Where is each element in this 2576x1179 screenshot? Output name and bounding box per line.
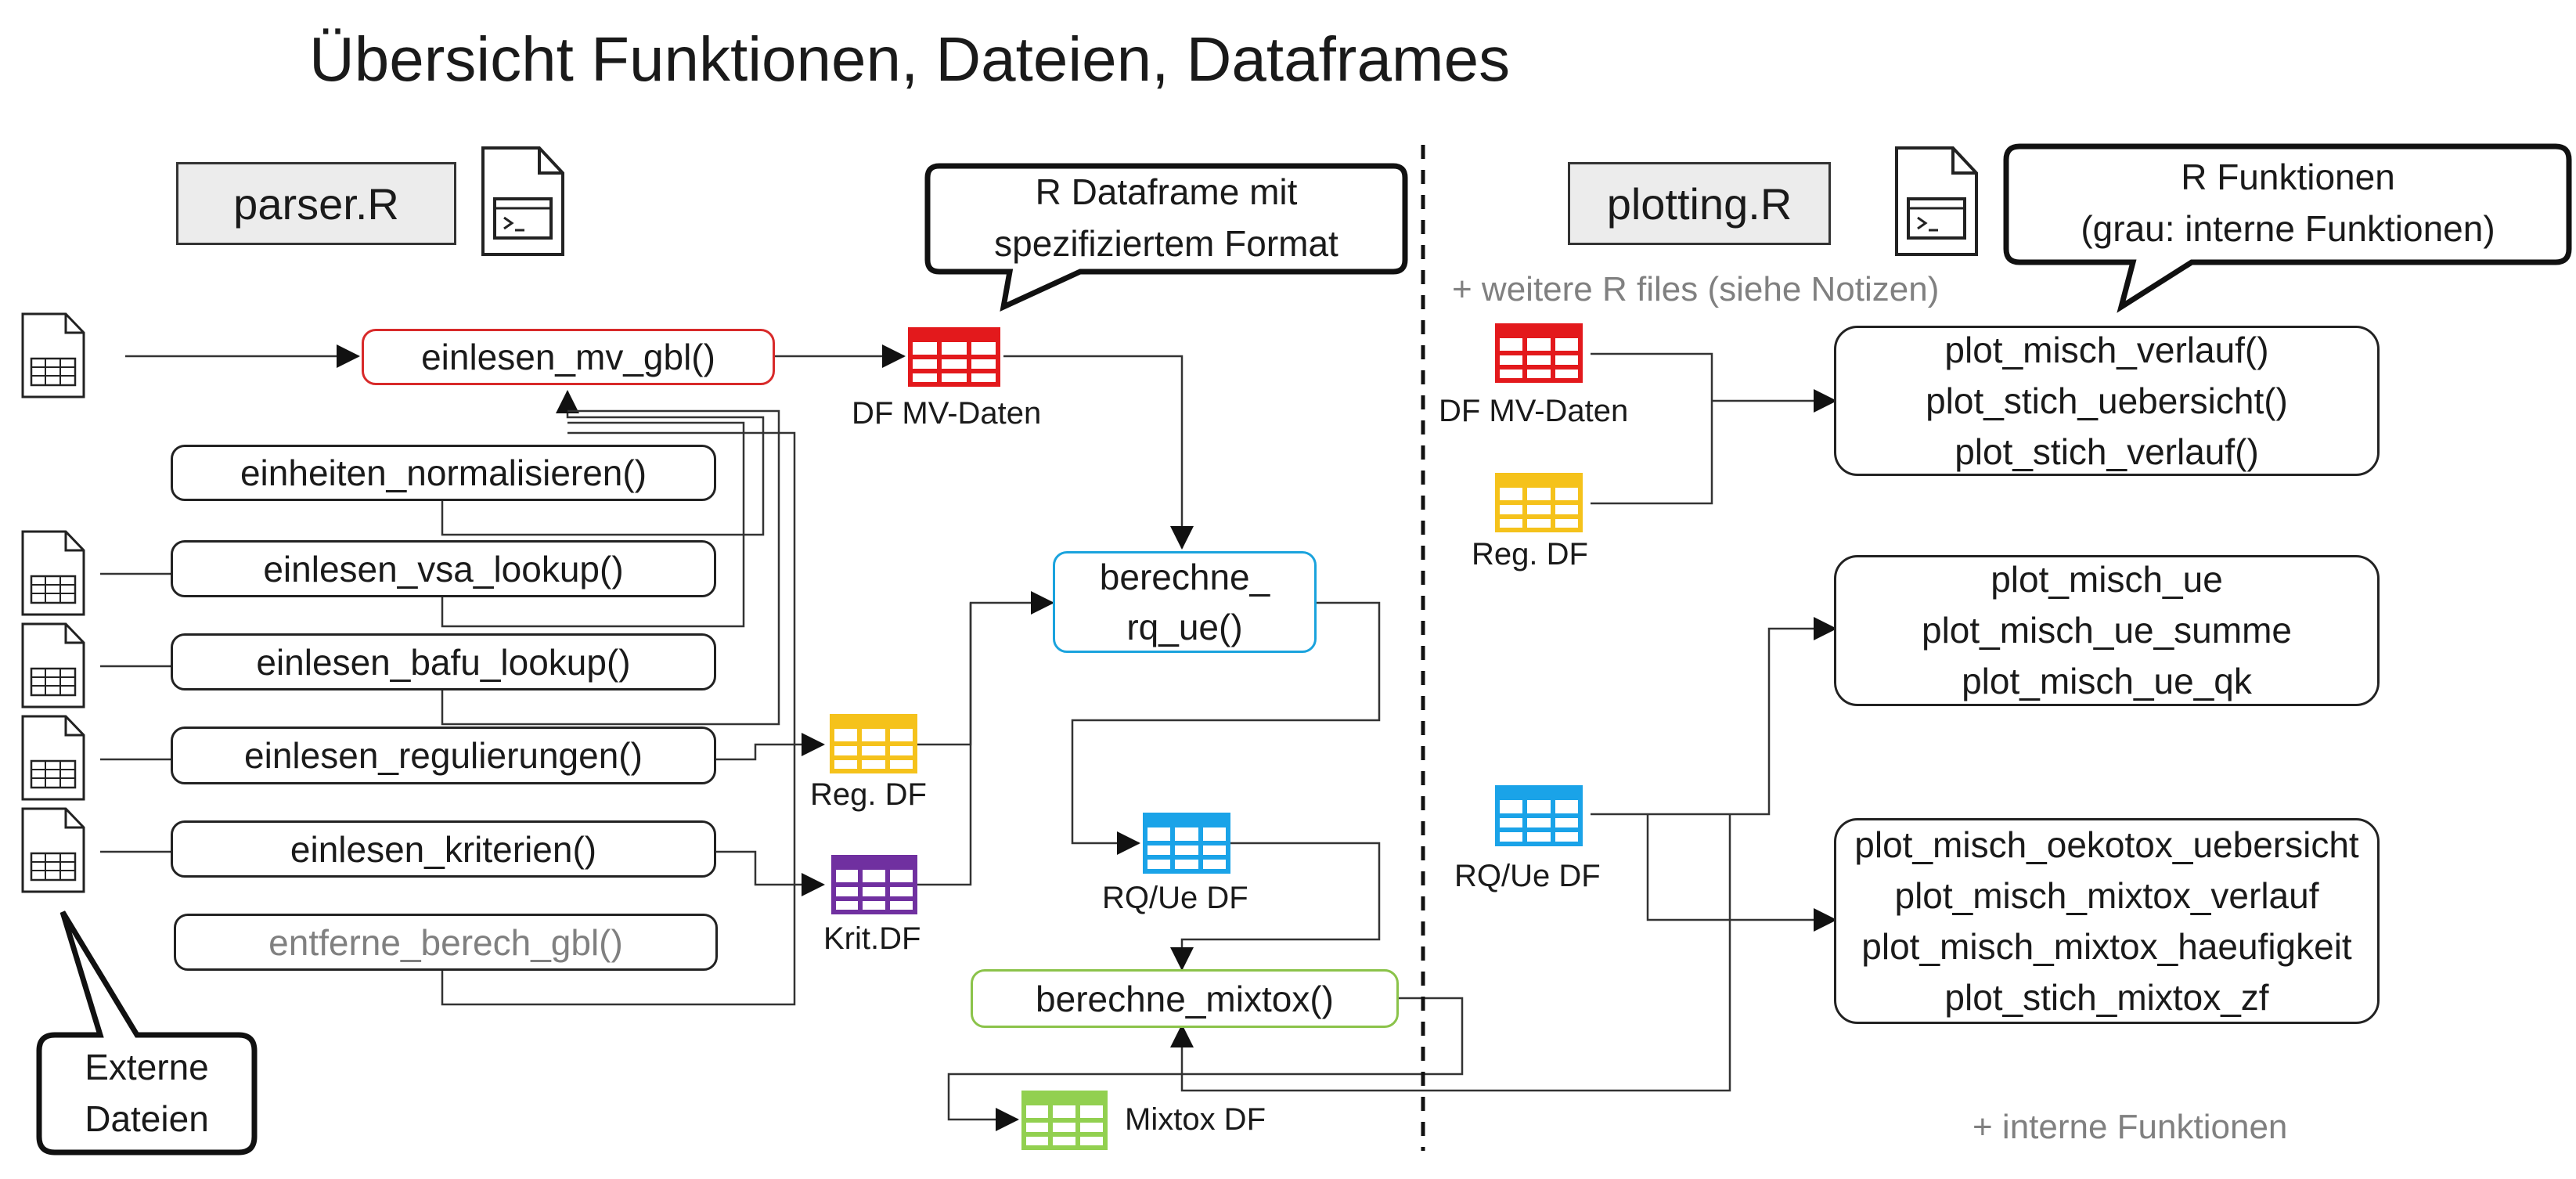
file-label-parser: parser.R bbox=[176, 162, 456, 245]
df-label-rque-mid: RQ/Ue DF bbox=[1102, 881, 1248, 915]
dataframe-table-icon bbox=[1495, 323, 1583, 383]
plot-group-verlauf[interactable]: plot_misch_verlauf() plot_stich_uebersic… bbox=[1834, 326, 2380, 476]
df-label-rque-right: RQ/Ue DF bbox=[1454, 859, 1601, 893]
dataframe-table-icon bbox=[830, 714, 917, 773]
dataframe-table-icon bbox=[1021, 1091, 1108, 1150]
callout-line: R Funktionen bbox=[2181, 157, 2395, 197]
note-weitere-files: + weitere R files (siehe Notizen) bbox=[1452, 270, 1940, 308]
df-label-reg-left: Reg. DF bbox=[810, 777, 927, 812]
fn-einlesen-kriterien[interactable]: einlesen_kriterien() bbox=[171, 820, 716, 878]
plot-fn: plot_misch_verlauf() bbox=[1944, 329, 2269, 370]
plot-group-mixtox[interactable]: plot_misch_oekotox_uebersicht plot_misch… bbox=[1834, 818, 2380, 1024]
fn-einheiten-normalisieren[interactable]: einheiten_normalisieren() bbox=[171, 445, 716, 501]
plot-fn: plot_misch_mixtox_verlauf bbox=[1894, 874, 2319, 916]
fn-einlesen-vsa-lookup[interactable]: einlesen_vsa_lookup() bbox=[171, 540, 716, 597]
page-title: Übersicht Funktionen, Dateien, Dataframe… bbox=[309, 24, 1511, 94]
df-label-mv-right: DF MV-Daten bbox=[1439, 394, 1629, 428]
plot-group-ue[interactable]: plot_misch_ue plot_misch_ue_summe plot_m… bbox=[1834, 555, 2380, 706]
fn-entferne-berech-gbl[interactable]: entferne_berech_gbl() bbox=[174, 914, 718, 971]
plot-fn: plot_misch_oekotox_uebersicht bbox=[1854, 824, 2359, 865]
dataframe-table-icon bbox=[1495, 473, 1583, 532]
df-label-mixtox: Mixtox DF bbox=[1125, 1102, 1266, 1137]
spreadsheet-file-icon bbox=[21, 312, 85, 398]
df-label-krit-left: Krit.DF bbox=[823, 921, 921, 956]
spreadsheet-file-icon bbox=[21, 530, 85, 616]
spreadsheet-file-icon bbox=[21, 715, 85, 801]
fn-einlesen-bafu-lookup[interactable]: einlesen_bafu_lookup() bbox=[171, 633, 716, 690]
plot-fn: plot_stich_uebersicht() bbox=[1926, 380, 2288, 421]
callout-functions: R Funktionen (grau: interne Funktionen) bbox=[2010, 151, 2566, 254]
callout-line: (grau: interne Funktionen) bbox=[2081, 208, 2495, 249]
fn-berechne-rq-ue[interactable]: berechne_ rq_ue() bbox=[1053, 551, 1317, 653]
plot-fn: plot_stich_verlauf() bbox=[1955, 431, 2259, 472]
file-label-plotting: plotting.R bbox=[1568, 162, 1831, 245]
note-interne-funktionen: + interne Funktionen bbox=[1973, 1108, 2288, 1146]
script-file-icon bbox=[1895, 146, 1978, 256]
fn-berechne-mixtox[interactable]: berechne_mixtox() bbox=[971, 969, 1399, 1028]
callout-line: Dateien bbox=[85, 1098, 209, 1139]
dataframe-table-icon bbox=[1495, 785, 1583, 846]
fn-berechne-rq-ue-line1: berechne_ bbox=[1099, 557, 1270, 597]
plot-fn: plot_misch_ue bbox=[1991, 559, 2223, 600]
plot-fn: plot_misch_ue_summe bbox=[1921, 610, 2292, 651]
callout-line: spezifiziertem Format bbox=[994, 223, 1338, 264]
plot-fn: plot_misch_ue_qk bbox=[1962, 661, 2252, 701]
plot-fn: plot_stich_mixtox_zf bbox=[1944, 976, 2269, 1018]
fn-einlesen-regulierungen[interactable]: einlesen_regulierungen() bbox=[171, 727, 716, 784]
spreadsheet-file-icon bbox=[21, 807, 85, 893]
callout-external: Externe Dateien bbox=[43, 1041, 250, 1145]
fn-einlesen-mv-gbl[interactable]: einlesen_mv_gbl() bbox=[362, 329, 775, 385]
dataframe-table-icon bbox=[908, 327, 1000, 387]
callout-line: Externe bbox=[85, 1047, 209, 1087]
df-label-mv-left: DF MV-Daten bbox=[852, 396, 1042, 431]
script-file-icon bbox=[481, 146, 564, 256]
plot-fn: plot_misch_mixtox_haeufigkeit bbox=[1861, 925, 2352, 967]
dataframe-table-icon bbox=[1143, 813, 1230, 874]
dataframe-table-icon bbox=[831, 855, 917, 914]
df-label-reg-right: Reg. DF bbox=[1472, 537, 1588, 571]
callout-dataframe: R Dataframe mit spezifiziertem Format bbox=[931, 166, 1401, 269]
spreadsheet-file-icon bbox=[21, 622, 85, 708]
callout-line: R Dataframe mit bbox=[1035, 171, 1298, 212]
fn-berechne-rq-ue-line2: rq_ue() bbox=[1126, 607, 1243, 647]
